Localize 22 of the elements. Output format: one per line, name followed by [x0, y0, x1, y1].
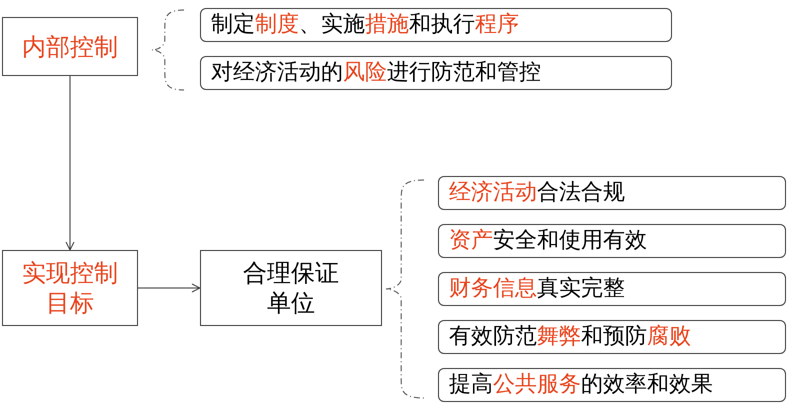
process-box [2, 17, 138, 76]
box-text: 资产安全和使用有效 [449, 227, 647, 255]
box-text: 财务信息真实完整 [449, 275, 625, 303]
arrow [138, 284, 200, 292]
box-text: 提高公共服务的效率和效果 [449, 371, 713, 399]
box-text: 经济活动合法合规 [449, 179, 625, 207]
item-box [438, 320, 786, 354]
box-text: 合理保证单位 [242, 258, 340, 318]
item-box [438, 224, 786, 258]
item-box [438, 272, 786, 306]
item-box [200, 8, 672, 42]
item-box [438, 176, 786, 210]
box-text: 内部控制 [21, 32, 119, 62]
process-box [2, 250, 138, 326]
box-text: 实现控制目标 [21, 258, 119, 318]
arrow [66, 76, 74, 250]
item-box [200, 56, 672, 90]
process-box [200, 250, 382, 326]
box-text: 有效防范舞弊和预防腐败 [449, 323, 691, 351]
box-text: 对经济活动的风险进行防范和管控 [211, 59, 541, 87]
item-box [438, 368, 786, 402]
box-text: 制定制度、实施措施和执行程序 [211, 11, 519, 39]
